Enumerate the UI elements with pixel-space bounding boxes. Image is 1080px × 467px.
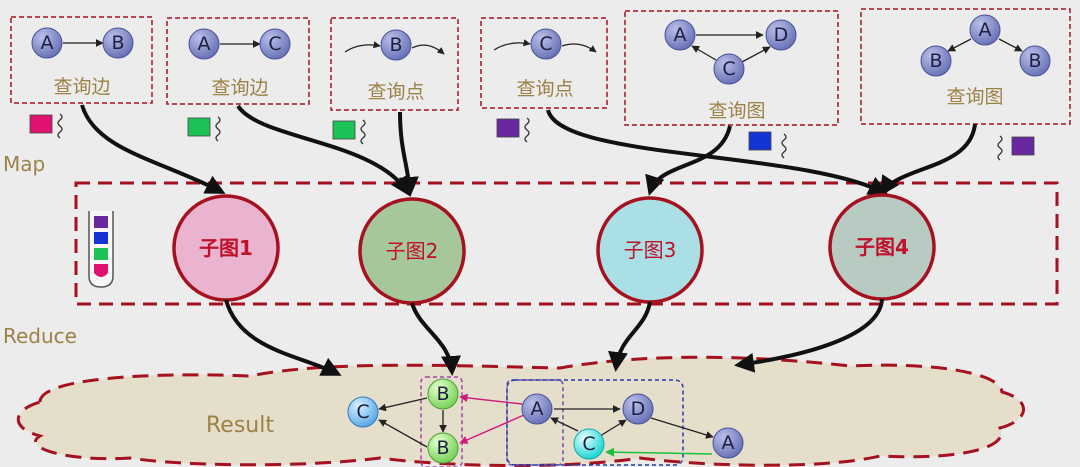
map-arrow-4 [546, 109, 889, 195]
subgraph-4-label: 子图4 [855, 235, 909, 259]
query-5-node-c-label: C [722, 58, 735, 80]
result-edge-d-a2 [650, 417, 714, 439]
query-4-node-c [530, 28, 562, 60]
query-4-label: 查询点 [516, 78, 573, 100]
query-1-node-a [31, 27, 63, 59]
subgraph-3-label: 子图3 [624, 238, 677, 262]
result-node-c [347, 396, 379, 428]
query-5-node-a [664, 19, 696, 51]
map-label: Map [3, 152, 45, 176]
query-6-node-b-left [920, 45, 952, 77]
map-arrow-5 [645, 125, 732, 196]
query-5-node-d-label: D [774, 24, 789, 46]
query-1-node-a-label: A [41, 32, 54, 54]
query-1-node-b [102, 27, 134, 59]
result-node-b-bottom-label: B [436, 437, 449, 459]
query-box-6 [860, 8, 1071, 125]
query-3-tag [332, 120, 356, 140]
query-6-node-b-right-label: B [1028, 50, 1041, 72]
result-node-b-top [427, 378, 459, 410]
subgraph-2-label: 子图2 [386, 239, 439, 263]
result-node-a [521, 393, 553, 425]
result-node-b-bottom [427, 432, 459, 464]
result-node-a2-label: A [722, 432, 735, 454]
result-node-c-label: C [356, 401, 369, 423]
query-1-tag [29, 114, 53, 134]
query-6-graph: A B B [920, 14, 1051, 77]
query-6-node-b-right [1019, 45, 1051, 77]
result-edge-btop-c [378, 397, 428, 412]
query-2-squiggle [215, 116, 221, 142]
query-2-label: 查询边 [211, 77, 268, 99]
query-2-node-c [259, 28, 291, 60]
query-3-graph: B [344, 29, 445, 61]
test-tube-icon [88, 211, 114, 288]
query-1-squiggle [57, 113, 63, 139]
result-node-c2 [573, 428, 605, 460]
query-6-node-a-label: A [979, 19, 992, 41]
query-4-node-c-label: C [539, 33, 552, 55]
subgraph-1-label: 子图1 [199, 236, 253, 260]
query-4-graph: C [493, 28, 597, 60]
query-5-squiggle [781, 133, 787, 159]
query-1-graph: A B [31, 27, 134, 59]
result-group-b [420, 376, 463, 467]
query-2-node-a [188, 28, 220, 60]
result-edge-c2-a [550, 417, 579, 432]
result-node-d [622, 393, 654, 425]
reduce-arrow-4 [734, 298, 884, 373]
query-2-tag [187, 117, 211, 137]
query-box-2 [166, 17, 310, 105]
query-6-tag [1011, 136, 1035, 156]
reduce-arrow-3 [608, 301, 652, 372]
result-node-a-label: A [531, 398, 544, 420]
query-5-label: 查询图 [708, 100, 765, 122]
query-6-squiggle [997, 135, 1003, 161]
query-6-label: 查询图 [946, 86, 1003, 108]
query-5-node-c [713, 53, 745, 85]
query-box-3 [330, 17, 459, 111]
map-arrow-6 [879, 123, 977, 197]
result-node-d-label: D [631, 398, 646, 420]
result-edge-a-bbottom [459, 414, 525, 444]
query-3-node-b [380, 29, 412, 61]
query-box-1 [10, 16, 153, 104]
query-box-5 [624, 10, 839, 126]
query-5-node-a-label: A [674, 24, 687, 46]
query-2-graph: A C [188, 28, 291, 60]
result-label: Result [206, 413, 274, 438]
map-arrow-1 [80, 104, 226, 194]
query-3-node-b-label: B [389, 34, 402, 56]
query-6-node-b-left-label: B [929, 50, 942, 72]
query-3-squiggle [360, 119, 366, 145]
result-cloud [16, 355, 1025, 467]
query-1-label: 查询边 [53, 76, 110, 98]
reduce-box [74, 181, 1059, 306]
map-arrow-2 [236, 104, 411, 197]
query-5-graph: A D C [664, 19, 797, 85]
result-edge-bbottom-c [378, 419, 428, 448]
reduce-label: Reduce [3, 324, 77, 348]
query-4-squiggle [524, 117, 530, 143]
query-6-node-a [969, 14, 1001, 46]
query-2-node-a-label: A [198, 33, 211, 55]
query-box-4 [480, 17, 608, 109]
result-group-acd [506, 379, 684, 466]
query-5-tag [748, 131, 772, 151]
query-5-node-d [765, 19, 797, 51]
result-node-a2 [712, 427, 744, 459]
reduce-arrow-2 [410, 302, 461, 376]
result-node-b-top-label: B [436, 383, 449, 405]
query-1-node-b-label: B [111, 32, 124, 54]
query-3-label: 查询点 [367, 81, 424, 103]
result-edge-a2-c2 [605, 447, 713, 457]
reduce-arrow-1 [224, 299, 342, 376]
map-arrow-3 [398, 111, 419, 197]
query-2-node-c-label: C [268, 33, 281, 55]
result-node-c2-label: C [582, 433, 595, 455]
result-edge-a-btop [459, 393, 523, 405]
result-edge-c2-d [599, 419, 627, 437]
query-4-tag [496, 118, 520, 138]
